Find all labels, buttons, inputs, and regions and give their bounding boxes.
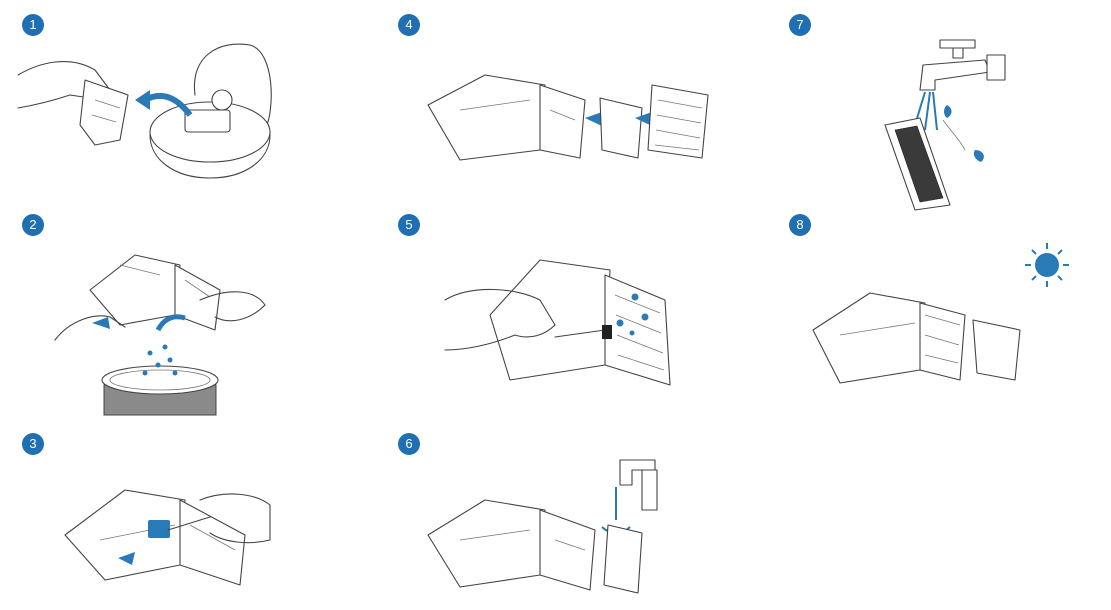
step-number-badge: 3 bbox=[22, 433, 44, 455]
step-number-badge: 8 bbox=[789, 214, 811, 236]
step-1: 1 bbox=[0, 0, 370, 200]
rinse-sponge-illustration bbox=[427, 459, 658, 594]
step-2: 2 bbox=[0, 205, 370, 416]
sun-dry-illustration bbox=[812, 243, 1069, 384]
brush-dustbin-illustration bbox=[64, 489, 271, 586]
remove-filters-illustration bbox=[427, 74, 709, 161]
step-4: 4 bbox=[380, 0, 760, 200]
remove-dustbin-illustration bbox=[17, 43, 272, 179]
brush-filter-illustration bbox=[444, 259, 671, 386]
step-7: 7 bbox=[775, 0, 1111, 211]
step-number-badge: 1 bbox=[22, 14, 44, 36]
step-number-badge: 2 bbox=[22, 214, 44, 236]
step-5: 5 bbox=[380, 205, 760, 415]
step-number-badge: 6 bbox=[398, 433, 420, 455]
step-3: 3 bbox=[0, 425, 370, 610]
step-number-badge: 7 bbox=[789, 14, 811, 36]
sun-icon bbox=[1025, 243, 1069, 287]
empty-dustbin-illustration bbox=[54, 254, 266, 416]
step-number-badge: 4 bbox=[398, 14, 420, 36]
step-8: 8 bbox=[775, 205, 1111, 415]
step-number-badge: 5 bbox=[398, 214, 420, 236]
step-6: 6 bbox=[380, 425, 760, 610]
rinse-filter-illustration bbox=[884, 39, 1006, 211]
